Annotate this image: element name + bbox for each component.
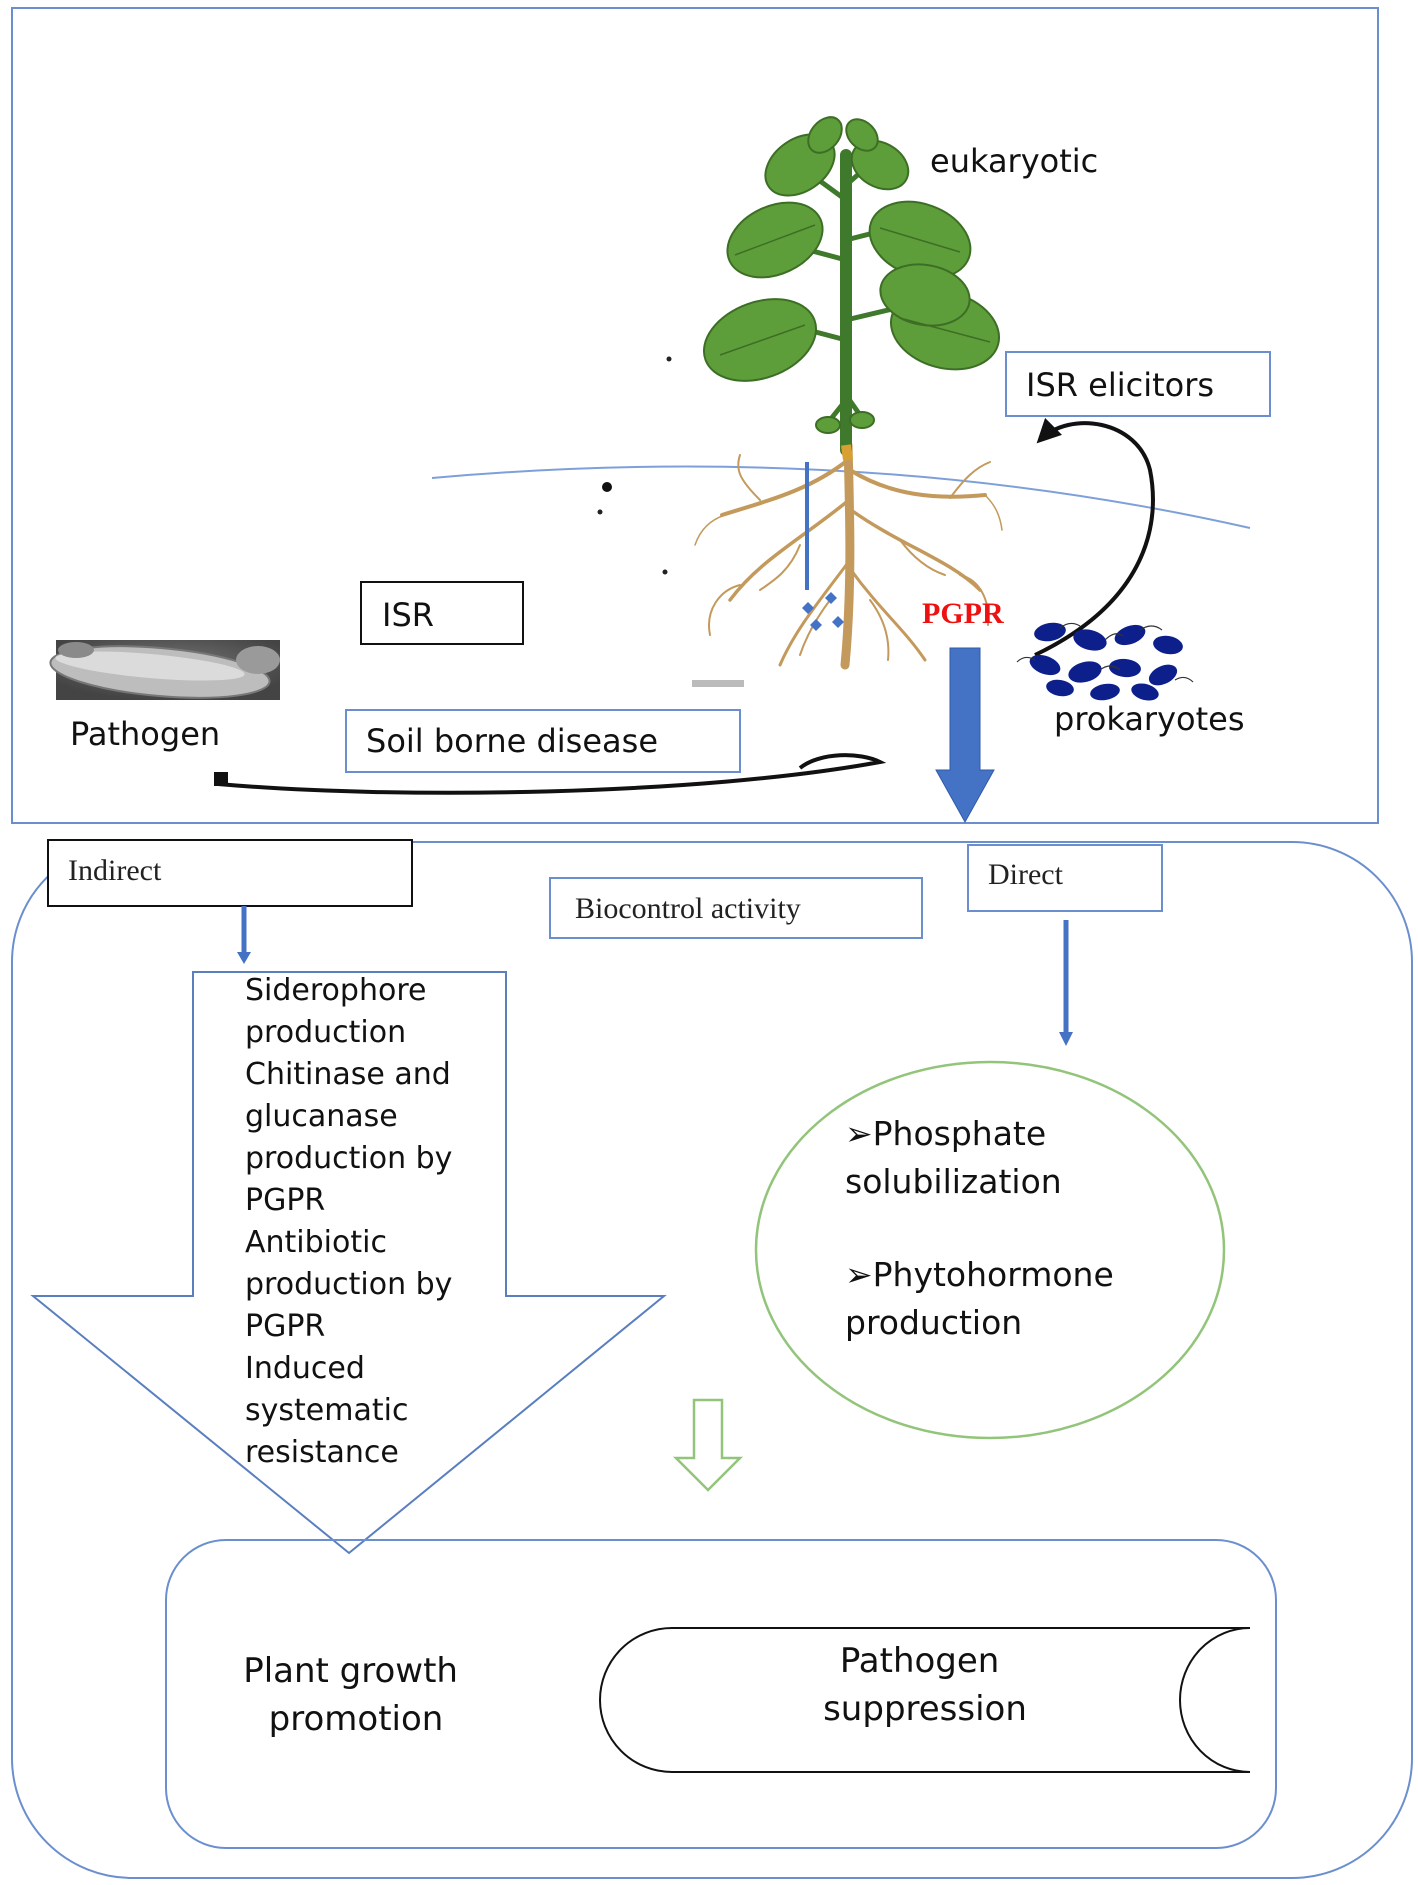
prokaryote-bacteria-cluster [1029,622,1183,701]
dot [602,482,612,492]
indirect-small-arrow [237,906,251,964]
soil-borne-disease-label: Soil borne disease [366,722,658,760]
isr-elicitors-box [1005,351,1271,417]
indirect-mechanism-line: Antibiotic [245,1225,387,1260]
indirect-mechanism-line: production by [245,1267,452,1302]
indirect-mechanism-line: Siderophore [245,973,426,1008]
elicitor-curve-arrow [1034,417,1155,657]
plant-growth-promotion-line: promotion [269,1699,444,1739]
indirect-mechanism-line: PGPR [245,1309,325,1344]
indirect-mechanism-line: PGPR [245,1183,325,1218]
direct-box [967,844,1163,912]
direct-mechanism-line: ➢Phosphate [845,1114,1046,1153]
plant-roots [694,440,1003,670]
direct-mechanisms-circle [754,1060,1226,1440]
indirect-mechanism-line: production [245,1015,406,1050]
biocontrol-activity-label: Biocontrol activity [575,892,801,925]
indirect-mechanism-line: glucanase [245,1099,398,1134]
outcome-box [165,1539,1277,1849]
pathogen-suppression-line: suppression [823,1689,1027,1729]
pathogen-suppression-label: Pathogen suppression [823,1641,1027,1729]
dot [666,356,672,362]
dot [662,569,668,575]
pgpr-label: PGPR [922,597,1004,630]
root-bacteria-diamonds [802,592,844,631]
direct-mechanism-line: production [845,1303,1022,1342]
dot [597,509,603,515]
plant-illustration [694,116,1003,670]
green-hollow-arrow [672,1398,744,1492]
isr-box [360,581,524,645]
indirect-mechanism-line: Chitinase and [245,1057,451,1092]
isr-label: ISR [382,596,434,634]
direct-small-arrow [1059,920,1073,1046]
biocontrol-activity-box [549,877,923,939]
pathogen-suppression-shape [599,1627,1251,1773]
pathogen-suppression-line: Pathogen [840,1641,1000,1681]
indirect-mechanism-line: production by [245,1141,452,1176]
bottom-panel-frame [11,841,1413,1879]
soil-borne-disease-box [345,709,741,773]
indirect-mechanism-line: resistance [245,1435,399,1470]
direct-mechanisms-list: ➢Phosphate solubilization ➢Phytohormone pro… [845,1114,1114,1342]
direct-mechanism-line: solubilization [845,1162,1062,1201]
plant-growth-promotion-line: Plant growth [243,1651,458,1691]
isr-elicitors-label: ISR elicitors [1026,366,1214,404]
pathogen-label: Pathogen [70,715,220,753]
prokaryotes-label: prokaryotes [1054,700,1245,738]
indirect-mechanism-line: systematic [245,1393,408,1428]
indirect-mechanisms-arrow [30,971,667,1555]
indirect-box [47,839,413,907]
direct-label: Direct [988,858,1064,891]
pathogen-sem-image [49,640,280,700]
plant-growth-promotion-label: Plant growth promotion [243,1651,469,1739]
scale-bar [692,680,744,687]
direct-mechanism-line: ➢Phytohormone [845,1255,1114,1294]
indirect-mechanism-line: Induced [245,1351,365,1386]
indirect-label: Indirect [68,854,162,887]
pathogen-spread-curve [216,753,887,795]
plant-leaves [702,116,1001,434]
pgpr-down-arrow [935,647,995,824]
eukaryotic-label: eukaryotic [930,142,1098,180]
